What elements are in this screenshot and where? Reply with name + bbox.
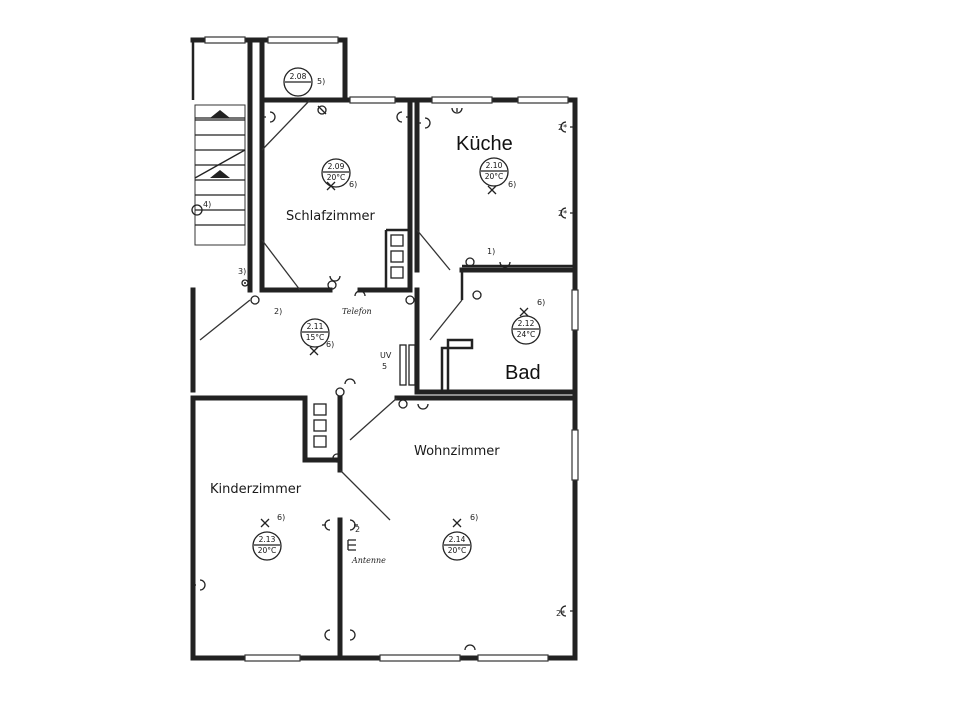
switch-icon xyxy=(335,387,345,397)
room-marker-214: 2.14 20°C xyxy=(442,531,472,561)
socket-icon xyxy=(417,403,429,410)
note-6e: 6) xyxy=(277,513,285,522)
svg-text:24°C: 24°C xyxy=(517,330,536,339)
socket-icon xyxy=(329,275,341,282)
room-label-schlafzimmer: Schlafzimmer xyxy=(286,209,376,224)
svg-text:20°C: 20°C xyxy=(485,172,504,181)
svg-text:20°C: 20°C xyxy=(258,546,277,555)
svg-text:20°C: 20°C xyxy=(327,173,346,182)
room-label-kueche: Küche xyxy=(456,133,513,155)
note-2-antenne: 2 xyxy=(355,525,360,534)
stairs xyxy=(194,104,246,246)
antenne-note: Antenne xyxy=(351,556,386,565)
note-6f: 6) xyxy=(470,513,478,522)
socket-icon xyxy=(464,644,476,651)
antenna-icon xyxy=(347,539,356,551)
socket-icon xyxy=(262,111,276,123)
room-marker-210: 2.10 20°C xyxy=(479,157,509,187)
telefon-note: Telefon xyxy=(342,307,372,316)
room-label-wohnzimmer: Wohnzimmer xyxy=(414,444,500,459)
room-label-kinderzimmer: Kinderzimmer xyxy=(210,482,302,497)
svg-text:2.08: 2.08 xyxy=(290,72,307,81)
room-marker-213: 2.13 20°C xyxy=(252,531,282,561)
note-6a: 6) xyxy=(349,180,357,189)
room-marker-212: 2.12 24°C xyxy=(511,315,541,345)
room-marker-209: 2.09 20°C xyxy=(321,158,351,188)
room-label-bad: Bad xyxy=(505,362,541,384)
light-icon xyxy=(452,518,462,528)
room-marker-211: 2.11 15°C xyxy=(300,318,330,348)
socket-icon xyxy=(322,519,331,641)
room-marker-208: 2.08 xyxy=(283,67,313,97)
svg-text:2.14: 2.14 xyxy=(449,535,466,544)
light-icon xyxy=(309,346,319,356)
switch-icon xyxy=(317,105,327,115)
switch-icon xyxy=(327,280,337,290)
socket-icon xyxy=(560,605,574,617)
socket-icon xyxy=(417,117,431,129)
uv-number: 5 xyxy=(382,362,387,371)
uv-label: UV xyxy=(380,351,392,360)
socket-icon xyxy=(344,378,356,385)
windows xyxy=(204,36,579,662)
note-3: 3) xyxy=(238,267,246,276)
socket-icon xyxy=(396,111,410,123)
light-icon xyxy=(519,307,529,317)
switch-icon xyxy=(465,257,475,267)
svg-text:2.10: 2.10 xyxy=(486,161,503,170)
svg-text:2.11: 2.11 xyxy=(307,322,324,331)
note-1: 1) xyxy=(487,247,495,256)
note-2: 2) xyxy=(274,307,282,316)
svg-text:2.12: 2.12 xyxy=(518,319,535,328)
socket-icon xyxy=(560,121,574,133)
switch-icon xyxy=(250,295,260,305)
switch-icon xyxy=(241,279,249,287)
socket-symbols xyxy=(191,105,574,651)
note-2star-a: 2* xyxy=(558,123,567,132)
walls xyxy=(190,37,578,661)
note-2star-c: 2* xyxy=(556,609,565,618)
switch-icon xyxy=(405,295,415,305)
socket-icon xyxy=(192,579,206,591)
socket-icon xyxy=(451,107,463,114)
svg-text:2.09: 2.09 xyxy=(328,162,345,171)
note-6d: 6) xyxy=(326,340,334,349)
doors xyxy=(199,99,463,521)
svg-text:15°C: 15°C xyxy=(306,333,325,342)
svg-text:20°C: 20°C xyxy=(448,546,467,555)
uv-box xyxy=(399,344,416,386)
light-marks xyxy=(260,181,529,528)
note-2star-b: 2* xyxy=(558,209,567,218)
light-icon xyxy=(260,518,270,528)
shelves xyxy=(313,234,404,448)
switch-icon xyxy=(472,290,482,300)
note-5: 5) xyxy=(317,77,325,86)
socket-icon xyxy=(560,207,574,219)
svg-text:2.13: 2.13 xyxy=(259,535,276,544)
socket-icon xyxy=(499,261,511,268)
switch-icon xyxy=(398,399,408,409)
note-4: 4) xyxy=(203,200,211,209)
note-6c: 6) xyxy=(537,298,545,307)
socket-icon xyxy=(354,290,366,297)
note-6b: 6) xyxy=(508,180,516,189)
switch-icon xyxy=(332,453,342,463)
switch-icon xyxy=(191,204,203,216)
socket-icon xyxy=(349,519,358,641)
light-icon xyxy=(487,185,497,195)
